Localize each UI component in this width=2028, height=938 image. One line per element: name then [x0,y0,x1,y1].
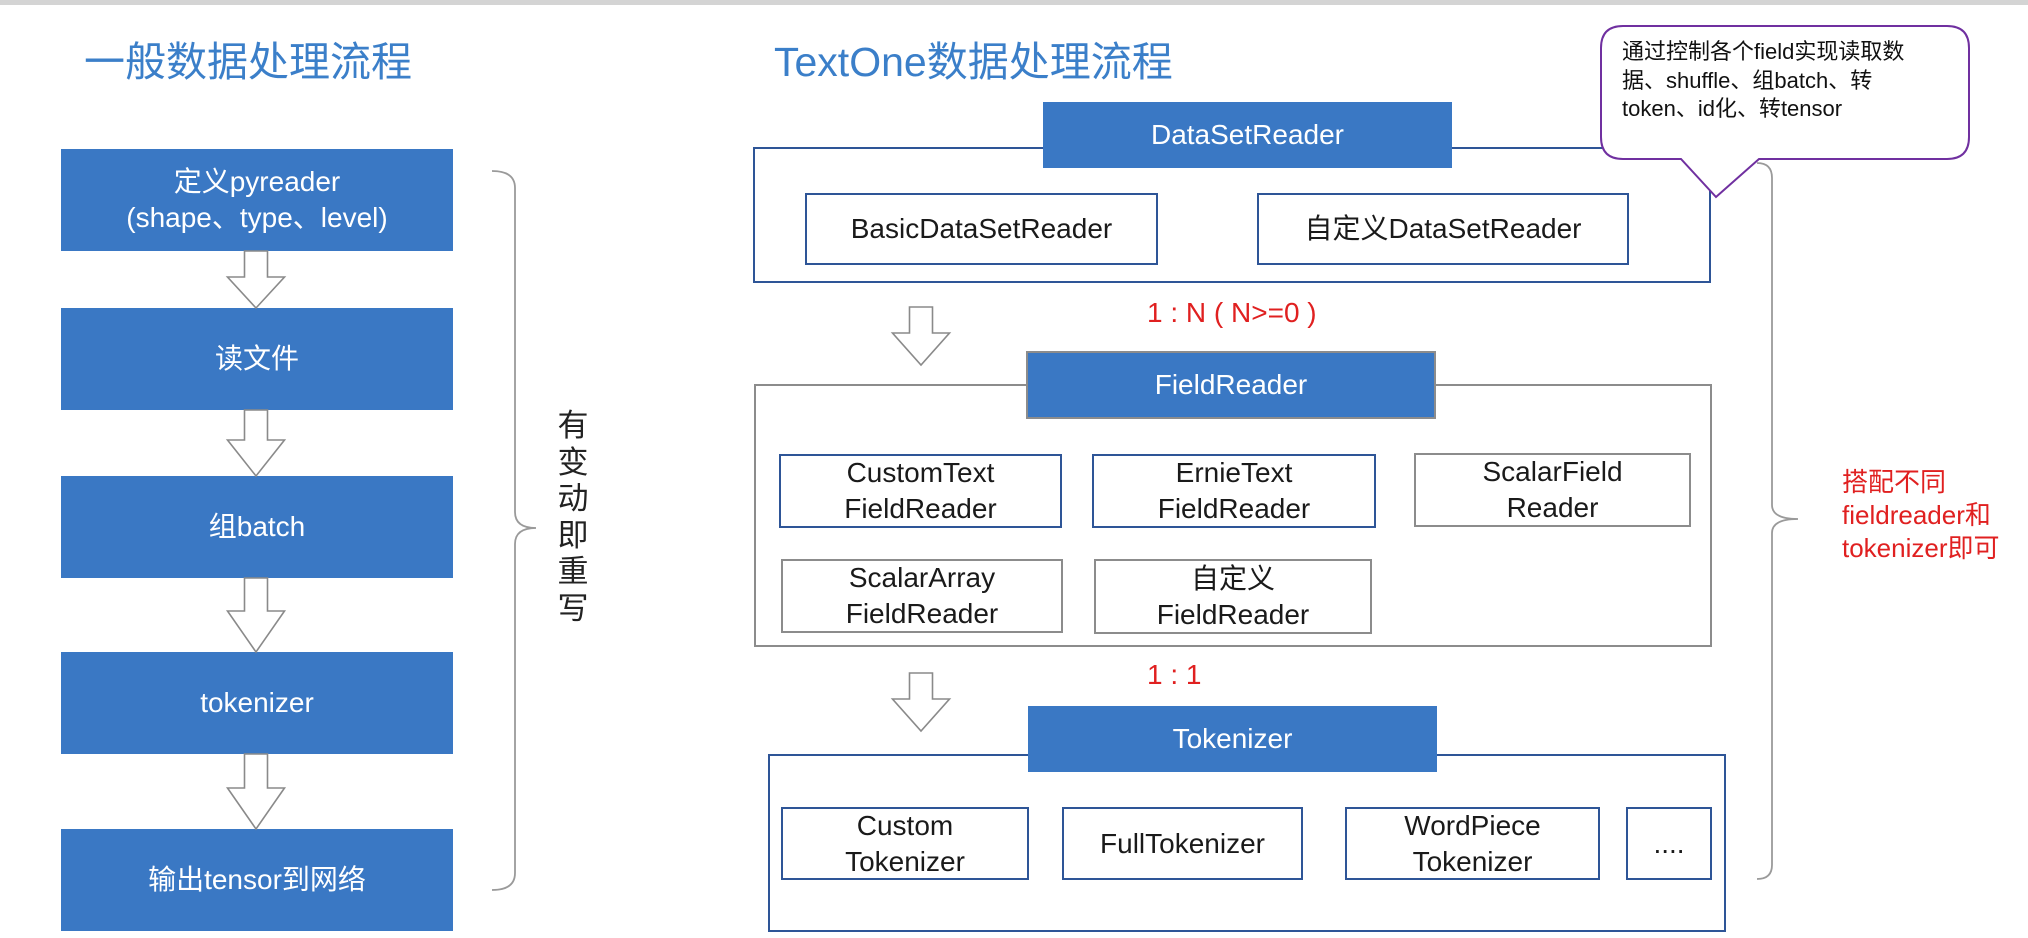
fieldreader-header: FieldReader [1026,351,1436,419]
flow-arrow [225,409,287,478]
note-line: 搭配不同 [1842,467,1947,497]
box-line: FieldReader [1157,493,1311,524]
step-tokenizer: tokenizer [61,652,453,754]
box-line: 自定义 [1190,562,1275,594]
step-define-pyreader: 定义pyreader (shape、type、level) [61,149,453,251]
box-line: FieldReader [1156,598,1310,630]
flow-arrow [890,672,952,733]
step-line: 定义pyreader [173,166,341,197]
custom-fieldreader-box: 自定义 FieldReader [1094,559,1372,634]
box-line: Tokenizer [1412,845,1533,877]
box-line: FullTokenizer [1100,827,1265,859]
datasetreader-header: DataSetReader [1043,102,1452,168]
box-line: Tokenizer [845,845,965,877]
ernietext-fieldreader-box: ErnieText FieldReader [1092,454,1376,528]
step-line: tokenizer [200,687,314,718]
scalarfield-reader-box: ScalarField Reader [1414,453,1691,527]
tokenizer-header: Tokenizer [1028,706,1437,772]
box-line: ScalarArray [848,562,996,593]
note-line: tokenizer即可 [1842,533,2000,563]
left-brace-note: 有变动即重写 [557,408,589,626]
brace-left [491,170,537,891]
header-label: Tokenizer [1172,723,1293,754]
header-label: DataSetReader [1150,119,1344,150]
flow-arrow [225,753,287,831]
box-line: FieldReader [845,598,999,629]
full-tokenizer-box: FullTokenizer [1062,807,1303,880]
flow-arrow [225,577,287,654]
left-title: 一般数据处理流程 [84,39,412,85]
box-line: BasicDataSetReader [850,213,1113,244]
right-title: TextOne数据处理流程 [774,39,1173,85]
ratio-one-to-n: 1 : N ( N>=0 ) [1147,297,1317,328]
step-line: 组batch [208,511,306,542]
callout-line: 据、shuffle、组batch、转 [1622,67,1873,93]
box-line: .... [1653,827,1685,859]
box-line: ScalarField [1482,456,1623,487]
header-label: FieldReader [1154,369,1308,400]
box-line: 自定义DataSetReader [1304,213,1582,244]
step-read-file: 读文件 [61,308,453,410]
box-line: ErnieText [1175,457,1293,488]
box-line: WordPiece [1404,809,1541,841]
note-line: fieldreader和 [1842,500,1991,530]
step-line: 输出tensor到网络 [148,864,366,895]
flow-arrow [225,250,287,310]
wordpiece-tokenizer-box: WordPiece Tokenizer [1345,807,1600,880]
step-batch: 组batch [61,476,453,578]
step-line: 读文件 [214,343,299,374]
custom-tokenizer-box: Custom Tokenizer [781,807,1029,880]
step-output-tensor: 输出tensor到网络 [61,829,453,931]
brace-right [1756,162,1799,880]
callout-line: 通过控制各个field实现读取数 [1622,39,1905,64]
top-strip [0,0,2028,5]
right-brace-note: 搭配不同 fieldreader和 tokenizer即可 [1842,466,2000,565]
ratio-one-to-one: 1 : 1 [1147,659,1202,690]
callout-line: token、id化、转tensor [1622,96,1843,121]
step-line: (shape、type、level) [126,202,388,233]
custom-datasetreader-box: 自定义DataSetReader [1257,193,1629,265]
box-line: FieldReader [844,493,997,524]
more-tokenizers-box: .... [1626,807,1712,880]
callout-text: 通过控制各个field实现读取数 据、shuffle、组batch、转 toke… [1622,38,1904,124]
box-line: Reader [1506,492,1599,523]
box-line: Custom [856,809,954,841]
box-line: CustomText [846,457,995,488]
flow-arrow [890,306,952,367]
basic-datasetreader-box: BasicDataSetReader [805,193,1158,265]
scalararray-fieldreader-box: ScalarArray FieldReader [781,559,1063,633]
customtext-fieldreader-box: CustomText FieldReader [779,454,1062,528]
